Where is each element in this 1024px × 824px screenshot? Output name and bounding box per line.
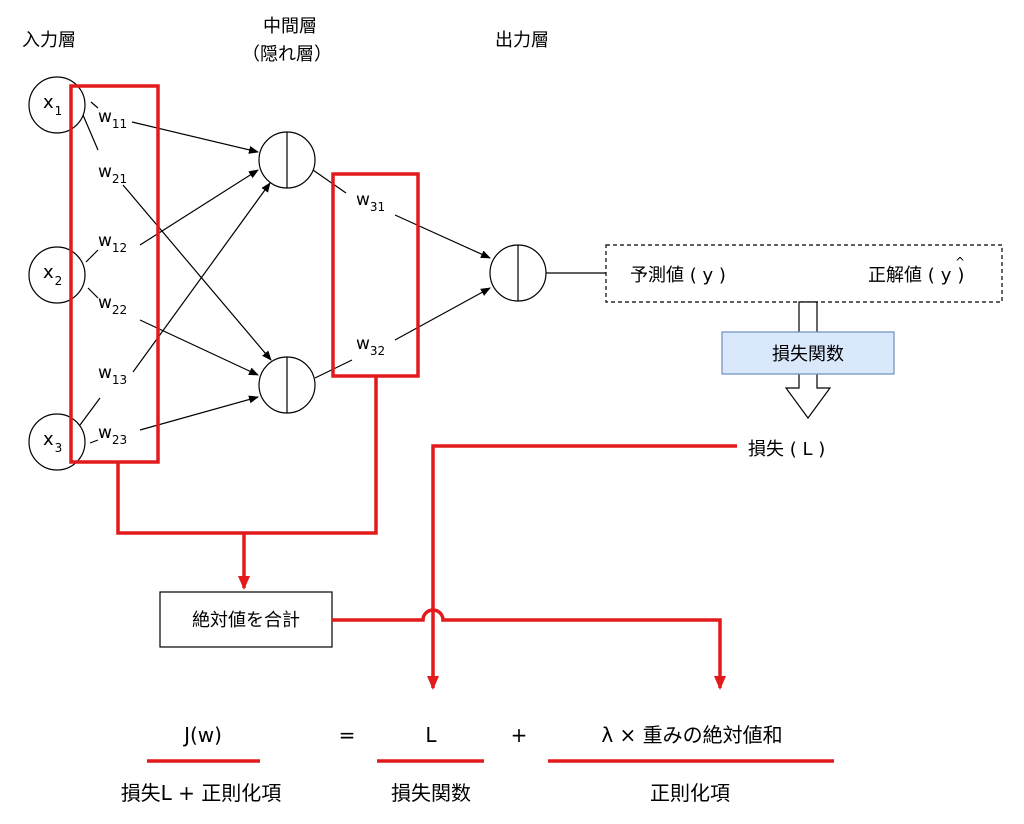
- x1-symbol: x: [43, 92, 54, 113]
- label-lhs: 損失L + 正則化項: [121, 781, 282, 805]
- label-loss-function: 損失関数: [391, 781, 471, 805]
- x3-subscript: 3: [55, 441, 63, 455]
- input-hidden-connections: [79, 101, 272, 444]
- truth-label: 正解値 (y): [868, 265, 964, 286]
- svg-text:x2: x2: [43, 262, 62, 288]
- input-layer-label: 入力層: [22, 30, 76, 51]
- hidden-layer-sublabel: （隠れ層）: [242, 44, 332, 65]
- weights-to-sum-connector: [116, 376, 378, 590]
- label-regularization: 正則化項: [650, 781, 730, 805]
- edge-w31: [394, 214, 491, 259]
- x2-symbol: x: [43, 262, 54, 283]
- edge-w32: [394, 287, 491, 341]
- edge-w11: [131, 121, 259, 154]
- x2-subscript: 2: [55, 274, 63, 288]
- svg-text:x3: x3: [43, 429, 62, 455]
- hidden-neuron-2: [258, 356, 316, 414]
- hidden-layer-label: 中間層: [263, 16, 317, 37]
- weight-w22: w22: [98, 293, 127, 317]
- loss-label: 損失 ( L ): [748, 439, 825, 460]
- weight-w12: w12: [98, 231, 127, 255]
- loss-to-L-connector: [427, 444, 737, 690]
- sum-abs-label: 絶対値を合計: [192, 610, 300, 631]
- truth-symbol: y: [941, 265, 952, 286]
- equation-equals: =: [339, 723, 356, 747]
- cost-equation: J(w) = L + λ × 重みの絶対値和 損失L + 正則化項 損失関数 正…: [121, 723, 834, 805]
- output-layer-label: 出力層: [495, 30, 549, 51]
- input-neuron-x2: x2: [28, 246, 86, 304]
- equation-lhs: J(w): [182, 723, 222, 747]
- equation-term-L: L: [425, 723, 437, 747]
- weight-w21: w21: [98, 162, 127, 186]
- x3-symbol: x: [43, 429, 54, 450]
- weight-w31: w31: [356, 190, 385, 214]
- sum-abs-box: 絶対値を合計: [159, 591, 333, 648]
- weight-w11: w11: [98, 107, 127, 131]
- weight-w13: w13: [98, 363, 127, 387]
- hidden-neuron-1: [258, 131, 316, 189]
- edge-w21: [122, 184, 272, 361]
- weight-w32: w32: [356, 334, 385, 358]
- svg-text:x1: x1: [43, 92, 62, 118]
- output-neuron: [489, 244, 547, 302]
- equation-term-regularization: λ × 重みの絶対値和: [601, 723, 782, 747]
- sum-to-regularization-connector: [332, 608, 726, 690]
- edge-w13: [132, 182, 271, 373]
- input-weights-highlight: [69, 84, 160, 464]
- loss-function-label: 損失関数: [772, 344, 844, 365]
- prediction-truth-box: 予測値 ( y ) 正解値 (y) ^: [605, 244, 1003, 303]
- prediction-label: 予測値 ( y ): [630, 265, 726, 286]
- loss-function-box: 損失関数: [721, 331, 895, 375]
- equation-plus: +: [511, 723, 528, 747]
- hidden-output-connections: [312, 169, 606, 379]
- weight-w23: w23: [98, 423, 127, 447]
- x1-subscript: 1: [55, 104, 63, 118]
- truth-hat: ^: [955, 255, 965, 269]
